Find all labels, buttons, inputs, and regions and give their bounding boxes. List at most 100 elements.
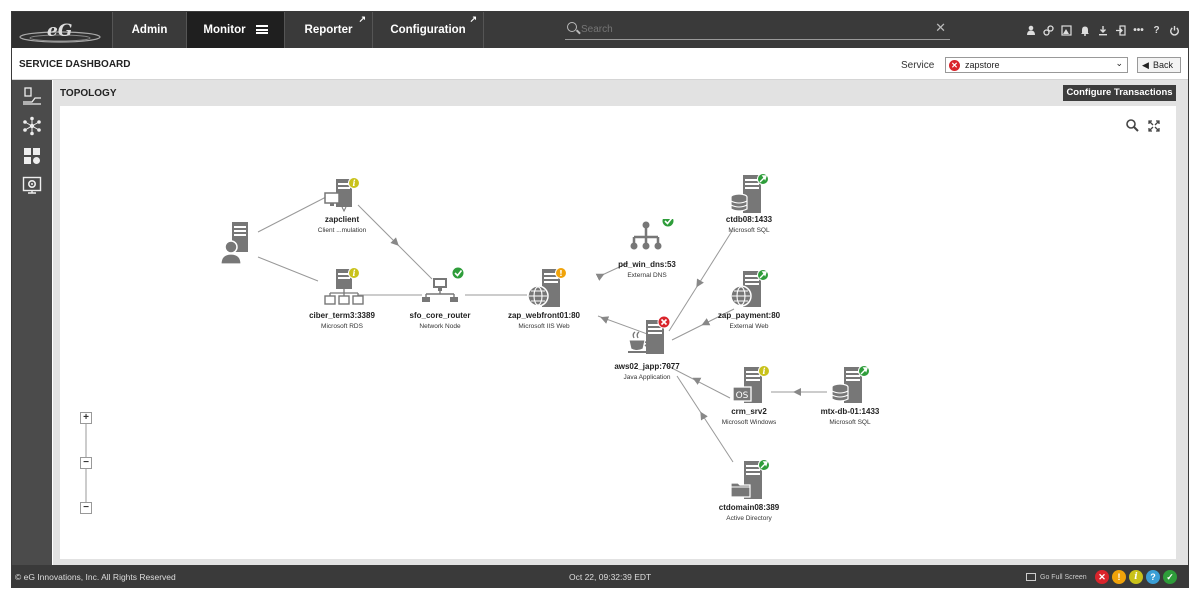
zoom-slider-handle[interactable]: − — [80, 457, 92, 469]
sidebar — [12, 80, 52, 565]
timestamp: Oct 22, 09:32:39 EDT — [569, 572, 652, 582]
node-icon-sfo-core-router[interactable] — [422, 266, 466, 307]
svg-text:!: ! — [559, 269, 563, 278]
major-alert-icon[interactable]: ! — [1112, 570, 1126, 584]
topology-panel: TOPOLOGY Configure Transactions — [53, 80, 1188, 565]
expand-icon[interactable] — [1148, 119, 1160, 137]
node-label: crm_srv2 — [731, 407, 767, 416]
back-label: Back — [1152, 60, 1173, 70]
copyright-text: © eG Innovations, Inc. All Rights Reserv… — [15, 572, 176, 582]
user-node[interactable] — [220, 221, 256, 270]
node-label: zap_payment:80 — [717, 311, 781, 320]
sidebar-item-layout[interactable] — [20, 145, 44, 167]
nav-configuration[interactable]: Configuration↗ — [372, 12, 484, 48]
zoom-out-button[interactable]: − — [80, 502, 92, 514]
sidebar-item-dashboard[interactable] — [20, 85, 44, 107]
node-label: pd_win_dns:53 — [618, 260, 676, 269]
app-window: eG Admin Monitor Reporter↗ Configuration… — [11, 11, 1189, 588]
node-type: Network Node — [419, 323, 461, 330]
node-label: sfo_core_router — [409, 311, 471, 320]
service-label: Service — [901, 60, 935, 71]
clear-icon[interactable]: ✕ — [935, 20, 946, 35]
node-label: ctdomain08:389 — [718, 503, 780, 512]
critical-alert-icon[interactable]: ✕ — [1095, 570, 1109, 584]
alert-status-icons: ✕ ! i ? ✓ — [1095, 570, 1177, 584]
dashboard-icon — [23, 87, 41, 105]
top-navigation-bar: eG Admin Monitor Reporter↗ Configuration… — [12, 12, 1188, 48]
svg-text:OS: OS — [736, 391, 749, 401]
node-label: ciber_term3:3389 — [309, 311, 375, 320]
node-icon-zapclient[interactable]: i — [322, 177, 364, 220]
bell-icon[interactable] — [1077, 22, 1092, 38]
node-type: Microsoft RDS — [321, 323, 363, 330]
sidebar-item-settings[interactable] — [20, 175, 44, 197]
service-value: zapstore — [965, 60, 1000, 70]
layout-grid-icon — [24, 148, 40, 164]
back-arrow-icon: ◀ — [1142, 60, 1149, 70]
eg-logo[interactable]: eG — [12, 12, 112, 48]
search-input[interactable] — [581, 20, 921, 38]
node-type: Microsoft SQL — [728, 227, 770, 234]
node-type: Active Directory — [726, 515, 772, 522]
settings-monitor-icon — [22, 176, 42, 194]
nav-monitor[interactable]: Monitor — [186, 12, 284, 48]
map-icon[interactable] — [1059, 22, 1074, 38]
zoom-search-icon[interactable] — [1126, 119, 1139, 137]
node-label: zapclient — [324, 215, 360, 224]
nav-reporter[interactable]: Reporter↗ — [284, 12, 372, 48]
sidebar-item-topology[interactable] — [20, 115, 44, 137]
nav-admin[interactable]: Admin — [112, 12, 186, 48]
configure-transactions-button[interactable]: Configure Transactions — [1063, 85, 1176, 101]
node-type: Client ...mulation — [317, 227, 367, 234]
node-icon-zap-webfront01[interactable]: ! — [526, 267, 570, 316]
node-icon-ctdb08[interactable] — [729, 173, 769, 220]
download-icon[interactable] — [1095, 22, 1110, 38]
page-title: SERVICE DASHBOARD — [19, 59, 131, 70]
go-full-screen-button[interactable]: Go Full Screen — [1026, 573, 1087, 581]
svg-text:i: i — [352, 268, 355, 278]
svg-text:i: i — [762, 366, 765, 376]
external-link-icon: ↗ — [469, 14, 477, 24]
node-type: External DNS — [627, 272, 667, 279]
link-icon[interactable] — [1041, 22, 1056, 38]
zoom-control: + − − — [80, 412, 94, 515]
topology-title: TOPOLOGY — [60, 88, 117, 99]
normal-status-icon[interactable]: ✓ — [1163, 570, 1177, 584]
node-icon-mtx-db-01[interactable] — [830, 365, 870, 410]
footer: © eG Innovations, Inc. All Rights Reserv… — [12, 565, 1188, 587]
topology-connections — [257, 195, 827, 463]
back-button[interactable]: ◀ Back — [1137, 57, 1181, 73]
node-type: Microsoft SQL — [829, 419, 871, 426]
node-type: External Web — [729, 323, 769, 330]
zoom-in-button[interactable]: + — [80, 412, 92, 424]
user-icon[interactable] — [1023, 22, 1038, 38]
dashboard-header: SERVICE DASHBOARD Service ✕ zapstore ⌄ ◀… — [12, 48, 1188, 80]
node-icon-crm-srv2[interactable]: OS i — [732, 365, 772, 410]
service-select[interactable]: ✕ zapstore ⌄ — [945, 57, 1128, 73]
menu-icon[interactable] — [255, 25, 268, 35]
node-type: Java Application — [623, 374, 671, 381]
external-link-icon: ↗ — [358, 14, 366, 24]
topology-icon — [23, 116, 41, 136]
unknown-alert-icon[interactable]: ? — [1146, 570, 1160, 584]
power-icon[interactable] — [1167, 22, 1182, 38]
node-label: mtx-db-01:1433 — [820, 407, 880, 416]
node-icon-pd-win-dns[interactable] — [628, 214, 675, 264]
logout-icon[interactable] — [1113, 22, 1128, 38]
node-label: aws02_japp:7077 — [614, 362, 680, 371]
node-icon-ctdomain08[interactable] — [730, 459, 770, 506]
node-type: Microsoft IIS Web — [518, 323, 570, 330]
svg-text:i: i — [352, 178, 355, 188]
minor-alert-icon[interactable]: i — [1129, 570, 1143, 584]
search-icon — [567, 22, 577, 32]
node-label: zap_webfront01:80 — [507, 311, 581, 320]
node-icon-ciber-term3[interactable]: i — [322, 267, 364, 310]
more-icon[interactable]: ••• — [1133, 24, 1144, 36]
topology-canvas[interactable]: i zapclient Client ...mulation i ciber_ — [60, 106, 1176, 559]
help-icon[interactable]: ? — [1153, 24, 1160, 36]
node-label: ctdb08:1433 — [725, 215, 773, 224]
node-icon-zap-payment[interactable] — [729, 269, 769, 314]
fullscreen-label: Go Full Screen — [1040, 573, 1087, 581]
node-icon-aws02-japp[interactable] — [626, 315, 672, 363]
fullscreen-icon — [1026, 573, 1036, 581]
